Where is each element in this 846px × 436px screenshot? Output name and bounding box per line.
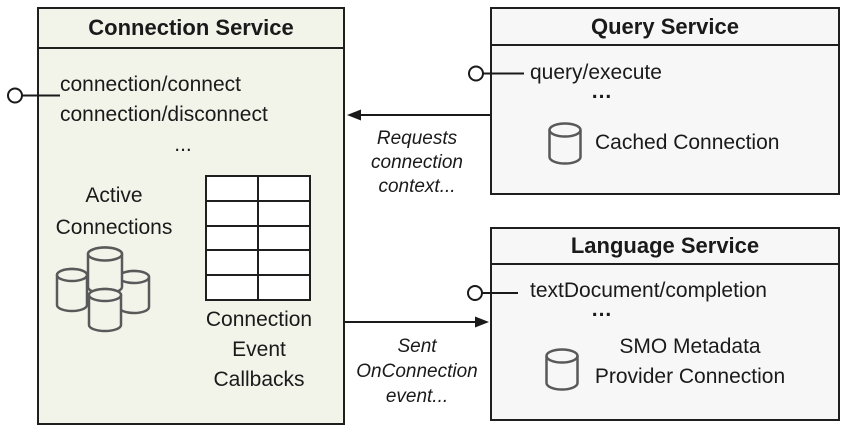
sent-label-line2: OnConnection <box>356 361 478 382</box>
requests-context-arrow <box>347 109 490 121</box>
requests-connection-context-label: Requests connection context... <box>350 127 484 199</box>
database-cylinder-icon <box>548 122 582 165</box>
language-ellipsis: ... <box>591 298 613 321</box>
table-cell <box>207 201 257 225</box>
onconnection-event-arrow <box>345 316 489 328</box>
sent-label-line1: Sent <box>397 336 437 357</box>
requests-label-line2: connection <box>371 152 463 173</box>
connection-service-title-text: Connection Service <box>88 15 294 40</box>
connection-service-box: Connection Service connection/connect co… <box>37 7 345 425</box>
database-cylinder-icon <box>545 348 579 391</box>
table-cell <box>207 226 257 250</box>
method-query-execute: query/execute <box>530 61 662 84</box>
connection-service-title: Connection Service <box>39 9 343 49</box>
table-cell <box>207 251 257 275</box>
smo-metadata-line1: SMO Metadata <box>619 335 761 358</box>
requests-label-line1: Requests <box>376 128 458 149</box>
active-connections-line2: Connections <box>55 216 173 239</box>
language-service-box: Language Service textDocument/completion… <box>490 227 840 421</box>
methods-ellipsis: ... <box>174 133 192 156</box>
smo-metadata-provider-label: SMO Metadata Provider Connection <box>580 332 800 392</box>
query-service-box: Query Service query/execute ... Cached C… <box>490 7 840 195</box>
connection-service-methods: connection/connect connection/disconnect… <box>60 70 306 160</box>
callbacks-line2: Event <box>232 338 286 361</box>
method-connection-disconnect: connection/disconnect <box>60 103 268 126</box>
language-service-title: Language Service <box>492 229 838 265</box>
table-cell <box>207 177 257 200</box>
table-cell <box>259 251 309 275</box>
active-connections-line1: Active <box>85 184 143 207</box>
table-cell <box>259 201 309 225</box>
callbacks-table-icon <box>205 175 311 301</box>
query-ellipsis: ... <box>591 80 613 103</box>
table-cell <box>259 226 309 250</box>
active-connections-label: Active Connections <box>44 180 184 244</box>
method-connection-connect: connection/connect <box>60 73 241 96</box>
smo-metadata-line2: Provider Connection <box>594 365 786 388</box>
callbacks-line3: Callbacks <box>213 368 305 391</box>
callbacks-line1: Connection <box>205 308 313 331</box>
method-textdocument-completion: textDocument/completion <box>530 279 767 302</box>
connection-event-callbacks-label: Connection Event Callbacks <box>167 305 351 395</box>
table-cell <box>207 276 257 299</box>
query-service-title: Query Service <box>492 9 838 46</box>
cached-connection-label: Cached Connection <box>595 131 780 154</box>
database-cluster-icon <box>55 246 151 333</box>
query-service-title-text: Query Service <box>591 13 739 39</box>
table-cell <box>259 177 309 200</box>
requests-label-line3: context... <box>378 176 456 197</box>
sent-onconnection-event-label: Sent OnConnection event... <box>350 334 484 409</box>
sent-label-line3: event... <box>385 386 449 407</box>
language-service-title-text: Language Service <box>570 233 760 258</box>
table-cell <box>259 276 309 299</box>
